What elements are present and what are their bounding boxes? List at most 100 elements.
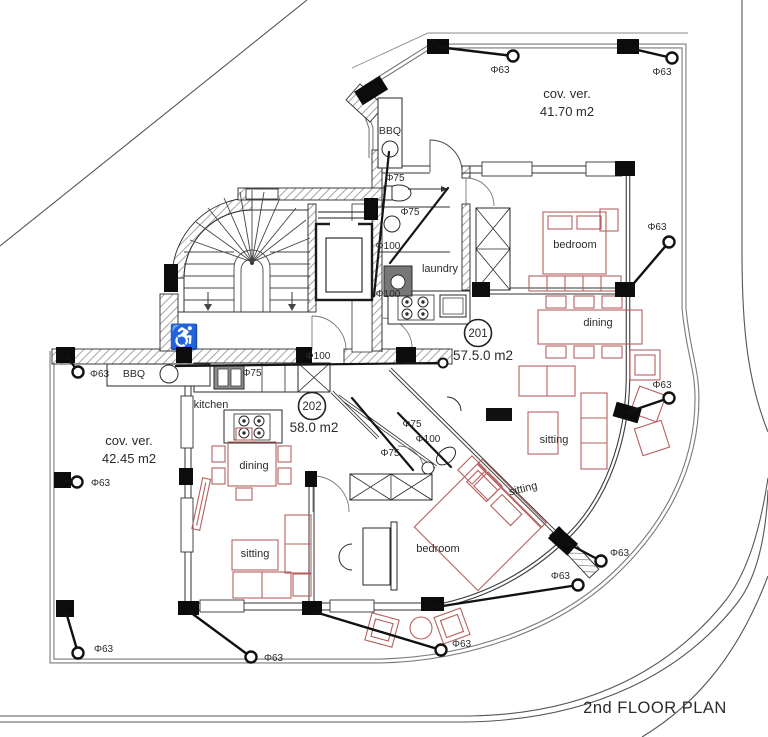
phi63-marker-circle [70,475,84,489]
phi63-label: Φ63 [490,65,510,76]
phi63-label: Φ63 [652,380,672,391]
site-diagonal-line [0,0,308,247]
phi63-leader-line [436,45,515,58]
room-label-dining: dining [239,460,268,472]
phi63-label: Φ63 [91,478,111,489]
room-label-kitchen: kitchen [194,399,229,411]
stair-top-window [245,188,279,200]
wall-bath-bed-201b [461,203,471,291]
phi63-leader-line [434,583,580,609]
washing-machine [383,265,413,297]
phi63-label: Φ63 [610,548,630,559]
phi100-label: Φ100 [416,434,441,445]
dining-set-202 [211,427,292,501]
phi63-label: Φ63 [647,222,667,233]
phi63-label: Φ63 [264,653,284,664]
north-wall-201 [382,165,628,174]
bed-201 [528,208,622,292]
room-label-sitting: sitting [241,548,270,560]
desk-202 [362,527,391,586]
entry-door-201 [429,139,463,173]
phi63-label: Φ63 [90,369,110,380]
phi63-marker-circle [571,578,585,592]
phi63-leader-line [313,610,443,652]
tv-201 [486,408,512,421]
shower-202 [446,396,462,412]
sink-201 [383,215,401,233]
desk-chair [338,543,353,571]
stair-newel [233,249,271,312]
unit-number-202: 202 [302,401,321,413]
site-right-line [741,0,768,433]
terrace-label: cov. ver. [543,86,590,101]
room-label-dining: dining [583,317,612,329]
sink-202 [421,461,435,475]
room-label-sitting: sitting [540,434,569,446]
sitting-set-201 [457,349,671,501]
phi75-label: Φ75 [400,207,420,218]
bbq-label: BBQ [379,125,401,137]
site-outer-curve [641,575,768,737]
unit-number-201: 201 [468,328,487,340]
phi75-label: Φ75 [380,448,400,459]
phi63-label: Φ63 [94,644,114,655]
phi63-marker-circle [71,646,85,660]
phi63-marker-circle [434,643,448,657]
floor-drain [437,357,449,369]
phi75-label: Φ75 [242,368,262,379]
phi63-label: Φ63 [652,67,672,78]
hall-202-door [311,315,347,351]
site-bottom-line-1 [0,477,768,717]
phi63-leader-line [627,240,671,291]
hall-201-door [381,317,413,349]
phi63-marker-circle [244,650,258,664]
dining-set-201 [537,295,643,359]
room-label-sitting: sitting [508,480,539,499]
stair-treads-left [184,251,234,301]
bbq-label: BBQ [123,368,145,380]
sitting-set-202 [191,477,312,599]
phi63-leader-line [626,396,671,414]
site-bottom-line-2 [0,489,768,723]
room-label-bedroom: bedroom [553,239,596,251]
window-frames [180,161,623,613]
unit-badge-202 [297,391,327,421]
phi75-label: Φ75 [402,419,422,430]
unit-area-201: 57.5.0 m2 [453,348,513,363]
phi75-label: Φ75 [385,173,405,184]
phi63-marker-circle [665,51,679,65]
terrace-parapet [49,43,700,664]
text-labels: bedroom dining sitting sitting bedroom sittin… [102,86,613,560]
room-label-bedroom: bedroom [416,543,459,555]
toilet-202 [435,446,457,466]
elevator [314,211,374,302]
plan-title: 2nd FLOOR PLAN [583,699,727,717]
wall-stair-elevator [307,203,317,313]
phi63-label: Φ63 [551,571,571,582]
phi63-marker-circle [506,49,520,63]
fixtures [106,97,511,591]
phi63-marker-circle [71,365,85,379]
unit-area-202: 58.0 m2 [290,420,339,435]
phi63-marker-circle [594,554,608,568]
furniture [191,208,671,648]
bed-202 [413,458,547,592]
stair-treads-right [270,251,310,301]
bath201-dividers [378,166,450,352]
room-label-laundry: laundry [422,263,459,275]
inner-wall-202 [308,474,315,603]
unit-badge-201 [463,318,493,348]
terrace-label: cov. ver. [105,433,152,448]
wheelchair-icon: ♿ [169,323,199,351]
bedroom201-door [465,177,495,207]
stair-treads-fan [189,190,311,263]
phi63-leader-line [627,46,674,60]
phi63-leader-line [188,610,253,659]
stair-curved-wall [171,197,253,279]
wall-hall-west [159,293,179,352]
wall-bath-bed-201a [461,165,471,179]
staircase [184,190,311,312]
